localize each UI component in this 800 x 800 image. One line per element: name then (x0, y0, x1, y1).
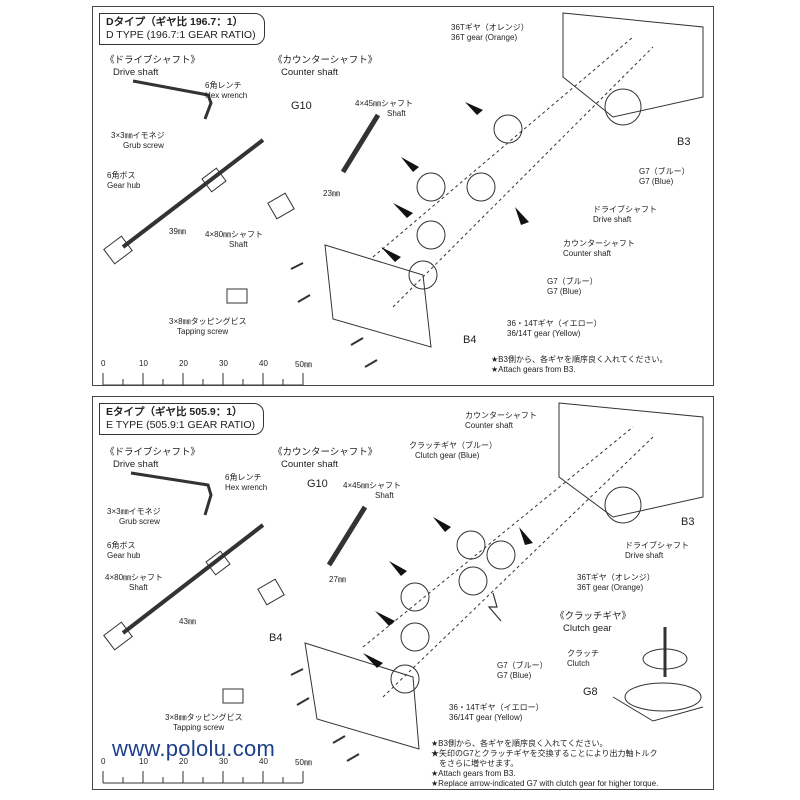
pololu-watermark: www.pololu.com (112, 736, 276, 761)
tapping-screw-icon (222, 688, 244, 704)
arrow-markers (363, 517, 533, 668)
drive-shaft-heading: 《ドライブシャフト》Drive shaft (105, 55, 201, 78)
gear-36t-icon (493, 114, 523, 144)
gearbox-b3-icon (558, 402, 704, 518)
ruler-tick: 30 (219, 359, 228, 368)
b4-label: B4 (463, 334, 477, 346)
clutch-gear-label: クラッチギヤ（ブルー）Clutch gear (Blue) (409, 441, 497, 460)
gear-g7-icon (400, 622, 430, 652)
hex-wrench-icon (130, 471, 213, 516)
b3-label: B3 (681, 516, 695, 528)
gear-g7-icon (416, 172, 446, 202)
b3-label: B3 (677, 136, 691, 148)
panel-d-drawing (103, 12, 704, 368)
g8-gear-icon (624, 682, 702, 712)
assembly-notes: ★B3側から、各ギヤを順序良く入れてください。 ★矢印のG7とクラッチギヤを交換… (431, 739, 659, 788)
tapping-screw-icon (226, 288, 248, 304)
arrow-markers (381, 102, 529, 262)
length-39-label: 39㎜ (169, 227, 186, 236)
g10-label: G10 (307, 478, 328, 490)
length-43-label: 43㎜ (179, 617, 196, 626)
gear-g7-icon (400, 582, 430, 612)
shaft-end-icon (103, 621, 133, 651)
clutch-gear-heading: 《クラッチギヤ》Clutch gear (555, 611, 632, 634)
panel-e-drawing (103, 402, 704, 762)
ruler-tick: 40 (259, 359, 268, 368)
counter-shaft-heading: 《カウンターシャフト》Counter shaft (273, 447, 378, 470)
g7-label-b: G7（ブルー）G7 (Blue) (547, 277, 598, 296)
b4-label: B4 (269, 632, 283, 644)
gear-3614-label: 36・14Tギヤ（イエロー）36/14T gear (Yellow) (449, 703, 544, 722)
length-27-label: 27㎜ (329, 575, 346, 584)
g10-label: G10 (291, 100, 312, 112)
ruler-tick: 40 (259, 757, 268, 766)
ruler-tick: 0 (101, 757, 106, 766)
hollow-arrow-icon (487, 592, 502, 622)
gear-hub-icon (205, 550, 231, 576)
panel-d-type: Dタイプ（ギヤ比 196.7：1） D TYPE (196.7:1 GEAR R… (92, 6, 714, 386)
gearbox-b3-icon (562, 12, 704, 118)
assembly-note: ★B3側から、各ギヤを順序良く入れてください。★Attach gears fro… (491, 355, 668, 374)
gear-g7-icon (458, 566, 488, 596)
clutch-gear-icon (456, 530, 486, 560)
counter-shaft-icon (340, 113, 381, 174)
ruler-tick: 50㎜ (295, 360, 312, 369)
drive-shaft-icon (121, 138, 265, 249)
gear-36t-label: 36Tギヤ（オレンジ）36T gear (Orange) (451, 23, 529, 42)
scale-ruler-e: 0 10 20 30 40 50㎜ (101, 757, 321, 787)
g7-label-a: G7（ブルー）G7 (Blue) (639, 167, 690, 186)
scale-ruler-d: 0 10 20 30 40 50㎜ (101, 359, 321, 385)
shaft-end-icon (103, 235, 133, 265)
ruler-tick: 0 (101, 359, 106, 368)
panel-e-type: Eタイプ（ギヤ比 505.9：1） E TYPE (505.9:1 GEAR R… (92, 396, 714, 790)
hex-wrench-icon (132, 79, 213, 120)
motor-icon (604, 88, 642, 126)
gear-g7-icon (416, 220, 446, 250)
ruler-tick: 30 (219, 757, 228, 766)
counter-shaft-icon (326, 505, 368, 567)
length-23-label: 23㎜ (323, 189, 340, 198)
ruler-tick: 20 (179, 757, 188, 766)
gear-36t-icon (486, 540, 516, 570)
g8-label: G8 (583, 686, 598, 698)
gear-hub-icon (201, 167, 227, 193)
ruler-tick: 10 (139, 757, 148, 766)
drive-shaft-icon (121, 523, 265, 635)
gear-3614-label: 36・14Tギヤ（イエロー）36/14T gear (Yellow) (507, 319, 602, 338)
panel-d-title: Dタイプ（ギヤ比 196.7：1） D TYPE (196.7:1 GEAR R… (99, 13, 265, 45)
counter-shaft-heading: 《カウンターシャフト》Counter shaft (273, 55, 378, 78)
gear-plate-b4-icon (304, 642, 420, 750)
g7-label: G7（ブルー）G7 (Blue) (497, 661, 548, 680)
gear-plate-b4-icon (324, 244, 432, 348)
panel-e-title: Eタイプ（ギヤ比 505.9：1） E TYPE (505.9:1 GEAR R… (99, 403, 264, 435)
ruler-tick: 10 (139, 359, 148, 368)
gear-g7-icon (466, 172, 496, 202)
gear-3614-icon (408, 260, 438, 290)
ruler-tick: 50㎜ (295, 758, 312, 767)
motor-icon (604, 486, 642, 524)
drive-shaft-heading: 《ドライブシャフト》Drive shaft (105, 447, 201, 470)
gear-3614-icon (390, 664, 420, 694)
gear-36t-label: 36Tギヤ（オレンジ）36T gear (Orange) (577, 573, 655, 592)
ruler-tick: 20 (179, 359, 188, 368)
